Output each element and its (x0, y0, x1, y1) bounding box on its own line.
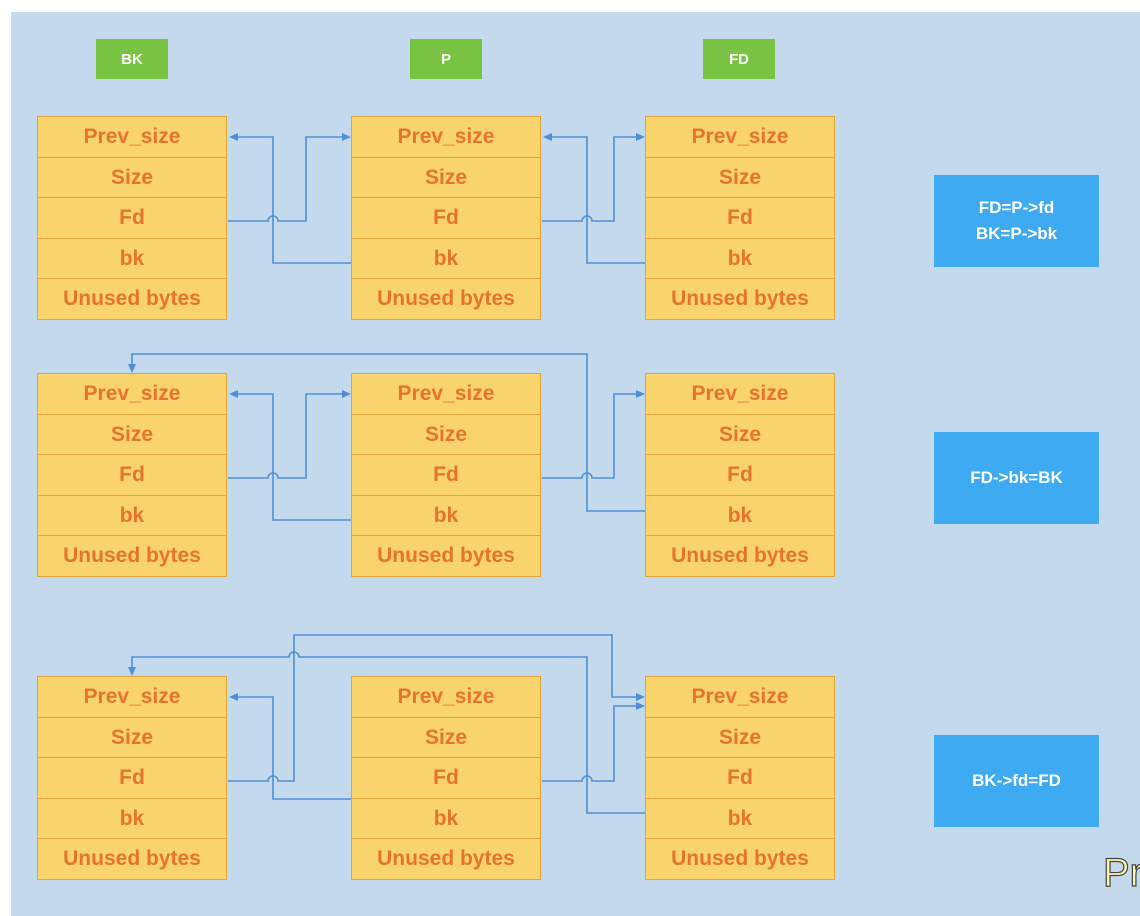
cell-size: Size (645, 716, 835, 759)
cell-prev-size: Prev_size (645, 373, 835, 415)
chunk-row2-fd: Prev_size Size Fd bk Unused bytes (645, 373, 835, 577)
chunk-row3-p: Prev_size Size Fd bk Unused bytes (351, 676, 541, 880)
operation-line: BK->fd=FD (972, 771, 1061, 790)
cell-fd: Fd (37, 757, 227, 799)
cell-fd: Fd (37, 197, 227, 239)
cell-fd: Fd (645, 197, 835, 239)
cell-prev-size: Prev_size (37, 116, 227, 158)
operation-line: FD->bk=BK (970, 468, 1063, 487)
cell-unused-bytes: Unused bytes (37, 838, 227, 880)
chunk-row1-fd: Prev_size Size Fd bk Unused bytes (645, 116, 835, 320)
cell-unused-bytes: Unused bytes (645, 278, 835, 320)
corner-cropped-text: Pr (1103, 850, 1140, 895)
cell-prev-size: Prev_size (37, 373, 227, 415)
cell-unused-bytes: Unused bytes (645, 838, 835, 880)
cell-unused-bytes: Unused bytes (37, 278, 227, 320)
cell-prev-size: Prev_size (351, 373, 541, 415)
cell-bk: bk (645, 494, 835, 537)
cell-size: Size (351, 156, 541, 199)
cell-fd: Fd (351, 757, 541, 799)
operation-box-row1: FD=P->fd BK=P->bk (934, 175, 1099, 267)
operation-box-row2: FD->bk=BK (934, 432, 1099, 524)
cell-prev-size: Prev_size (37, 676, 227, 718)
header-bk: BK (96, 39, 168, 79)
cell-bk: bk (645, 237, 835, 280)
cell-fd: Fd (645, 454, 835, 496)
cell-bk: bk (351, 494, 541, 537)
operation-line: FD=P->fd (978, 198, 1055, 217)
chunk-row1-p: Prev_size Size Fd bk Unused bytes (351, 116, 541, 320)
header-p: P (410, 39, 482, 79)
cell-size: Size (351, 413, 541, 456)
cell-bk: bk (37, 797, 227, 840)
chunk-row2-bk: Prev_size Size Fd bk Unused bytes (37, 373, 227, 577)
cell-size: Size (645, 413, 835, 456)
cell-unused-bytes: Unused bytes (351, 838, 541, 880)
chunk-row1-bk: Prev_size Size Fd bk Unused bytes (37, 116, 227, 320)
cell-unused-bytes: Unused bytes (351, 535, 541, 577)
cell-fd: Fd (351, 454, 541, 496)
header-fd: FD (703, 39, 775, 79)
cell-size: Size (37, 716, 227, 759)
cell-fd: Fd (351, 197, 541, 239)
cell-size: Size (351, 716, 541, 759)
chunk-row2-p: Prev_size Size Fd bk Unused bytes (351, 373, 541, 577)
cell-prev-size: Prev_size (351, 116, 541, 158)
cell-size: Size (37, 156, 227, 199)
cell-bk: bk (37, 494, 227, 537)
cell-unused-bytes: Unused bytes (645, 535, 835, 577)
chunk-row3-fd: Prev_size Size Fd bk Unused bytes (645, 676, 835, 880)
cell-bk: bk (645, 797, 835, 840)
cell-fd: Fd (645, 757, 835, 799)
cell-prev-size: Prev_size (351, 676, 541, 718)
cell-fd: Fd (37, 454, 227, 496)
cell-size: Size (37, 413, 227, 456)
cell-prev-size: Prev_size (645, 116, 835, 158)
cell-unused-bytes: Unused bytes (351, 278, 541, 320)
cell-bk: bk (351, 237, 541, 280)
chunk-row3-bk: Prev_size Size Fd bk Unused bytes (37, 676, 227, 880)
operation-line: BK=P->bk (975, 224, 1058, 243)
cell-bk: bk (351, 797, 541, 840)
cell-bk: bk (37, 237, 227, 280)
cell-size: Size (645, 156, 835, 199)
cell-unused-bytes: Unused bytes (37, 535, 227, 577)
cell-prev-size: Prev_size (645, 676, 835, 718)
operation-box-row3: BK->fd=FD (934, 735, 1099, 827)
